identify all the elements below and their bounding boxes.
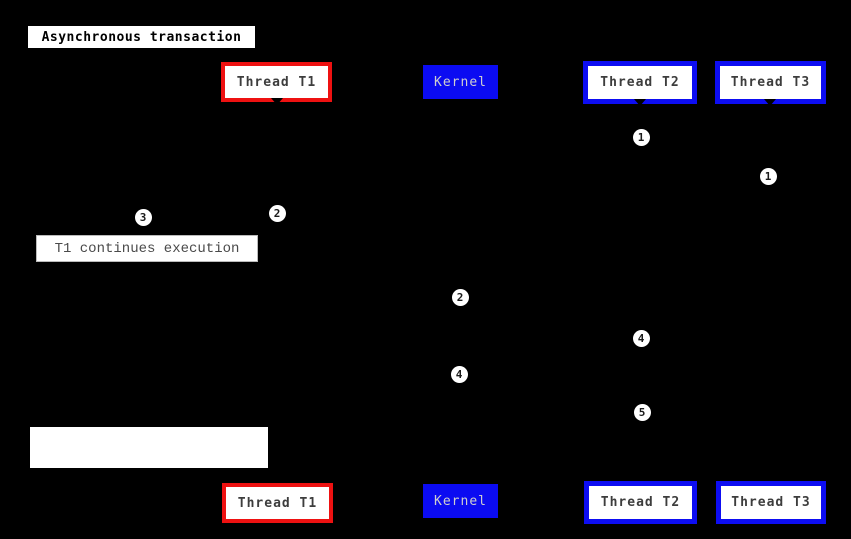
note-t1-continues-execution: T1 continues execution (36, 235, 258, 262)
lifeline-arrow-icon (271, 98, 283, 105)
lifeline-arrow-icon (764, 99, 776, 106)
sequence-step-marker-4: 4 (450, 365, 468, 383)
participant-thread-t3-top: Thread T3 (715, 61, 826, 104)
sequence-step-marker-3: 3 (134, 208, 152, 226)
participant-thread-t1-top: Thread T1 (221, 62, 332, 102)
lifeline-arrow-icon (634, 99, 646, 106)
participant-thread-t1-bottom: Thread T1 (222, 483, 333, 523)
participant-thread-t3-bottom: Thread T3 (716, 481, 826, 524)
diagram-title: Asynchronous transaction (28, 26, 255, 48)
participant-thread-t2-top: Thread T2 (583, 61, 697, 104)
sequence-step-marker-2: 2 (268, 204, 286, 222)
participant-kernel-top: Kernel (423, 65, 498, 99)
sequence-step-marker-2: 2 (451, 288, 469, 306)
sequence-step-marker-1: 1 (632, 128, 650, 146)
participant-thread-t2-bottom: Thread T2 (584, 481, 697, 524)
sequence-step-marker-1: 1 (759, 167, 777, 185)
sequence-step-marker-4: 4 (632, 329, 650, 347)
note-empty-box (30, 427, 268, 468)
sequence-step-marker-5: 5 (633, 403, 651, 421)
participant-kernel-bottom: Kernel (423, 484, 498, 518)
